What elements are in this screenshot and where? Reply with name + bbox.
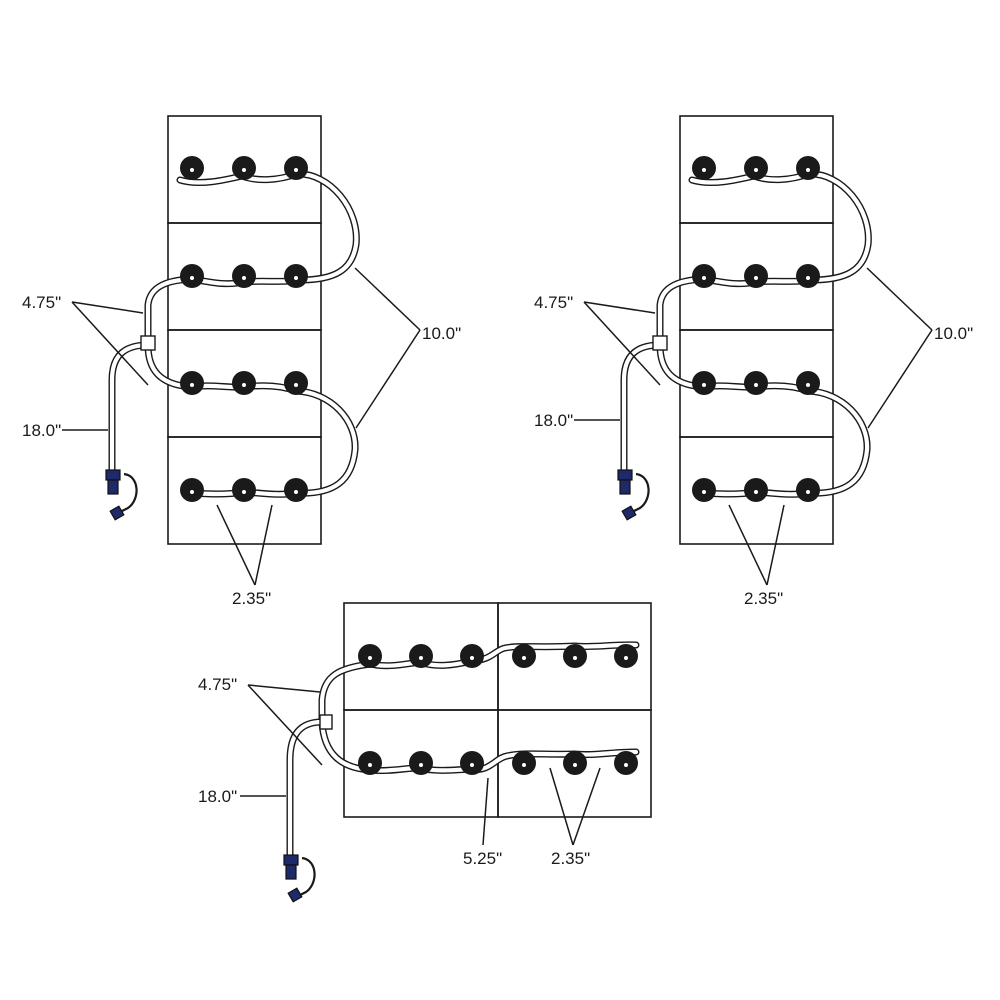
valve-cap-icon (358, 751, 382, 775)
valve-cap-icon (180, 371, 204, 395)
quick-coupler-icon (617, 469, 650, 521)
quick-coupler-icon (283, 854, 316, 903)
valve-cap-icon (744, 156, 768, 180)
valve-cap-icon (614, 751, 638, 775)
valve-cap-icon (692, 264, 716, 288)
quick-coupler-icon (105, 469, 138, 521)
valve-cap-icon (512, 644, 536, 668)
valve-cap-icon (744, 264, 768, 288)
valve-cap-icon (284, 371, 308, 395)
valve-cap-icon (180, 156, 204, 180)
cell-spacing-label: 2.35" (744, 589, 783, 608)
drain-tube-label: 18.0" (534, 411, 573, 430)
return-loop-label: 10.0" (422, 324, 461, 343)
valve-cap-icon (358, 644, 382, 668)
return-loop-label: 10.0" (934, 324, 973, 343)
valve-cap-icon (409, 644, 433, 668)
valve-caps (692, 156, 820, 502)
valve-cap-icon (744, 478, 768, 502)
cell-spacing-label: 2.35" (551, 849, 590, 868)
valve-cap-icon (284, 156, 308, 180)
tee-fitting-icon (319, 714, 333, 730)
diagram-1: 4.75" 18.0" 10.0" 2.35" (22, 115, 461, 608)
valve-cap-icon (796, 264, 820, 288)
manifold-branch-label: 4.75" (198, 675, 237, 694)
tubing (108, 170, 360, 498)
valve-cap-icon (409, 751, 433, 775)
manifold-branch-label: 4.75" (22, 293, 61, 312)
valve-cap-icon (692, 371, 716, 395)
valve-cap-icon (614, 644, 638, 668)
valve-cap-icon (796, 478, 820, 502)
valve-cap-icon (563, 644, 587, 668)
valve-cap-icon (232, 371, 256, 395)
valve-cap-icon (796, 156, 820, 180)
valve-cap-icon (232, 478, 256, 502)
valve-caps (180, 156, 308, 502)
valve-cap-icon (284, 264, 308, 288)
tee-fitting-icon (652, 335, 668, 351)
dimension-leaders (62, 267, 421, 586)
manifold-branch-label: 4.75" (534, 293, 573, 312)
valve-cap-icon (744, 371, 768, 395)
dimension-leaders (240, 684, 601, 846)
dimension-leaders (574, 267, 933, 586)
drain-tube-label: 18.0" (198, 787, 237, 806)
jumper-label: 5.25" (463, 849, 502, 868)
diagram-2: 4.75" 18.0" 10.0" 2.35" (534, 115, 973, 608)
valve-cap-icon (692, 478, 716, 502)
valve-cap-icon (512, 751, 536, 775)
tee-fitting-icon (140, 335, 156, 351)
valve-cap-icon (796, 371, 820, 395)
diagram-3: 4.75" 18.0" 5.25" 2.35" (198, 602, 652, 903)
valve-cap-icon (180, 264, 204, 288)
valve-cap-icon (232, 264, 256, 288)
tubing (620, 170, 872, 498)
valve-caps (358, 644, 638, 775)
valve-cap-icon (180, 478, 204, 502)
valve-cap-icon (284, 478, 308, 502)
valve-cap-icon (232, 156, 256, 180)
valve-cap-icon (460, 751, 484, 775)
drain-tube-label: 18.0" (22, 421, 61, 440)
valve-cap-icon (460, 644, 484, 668)
cell-spacing-label: 2.35" (232, 589, 271, 608)
valve-cap-icon (563, 751, 587, 775)
tubing (286, 641, 640, 859)
valve-cap-icon (692, 156, 716, 180)
